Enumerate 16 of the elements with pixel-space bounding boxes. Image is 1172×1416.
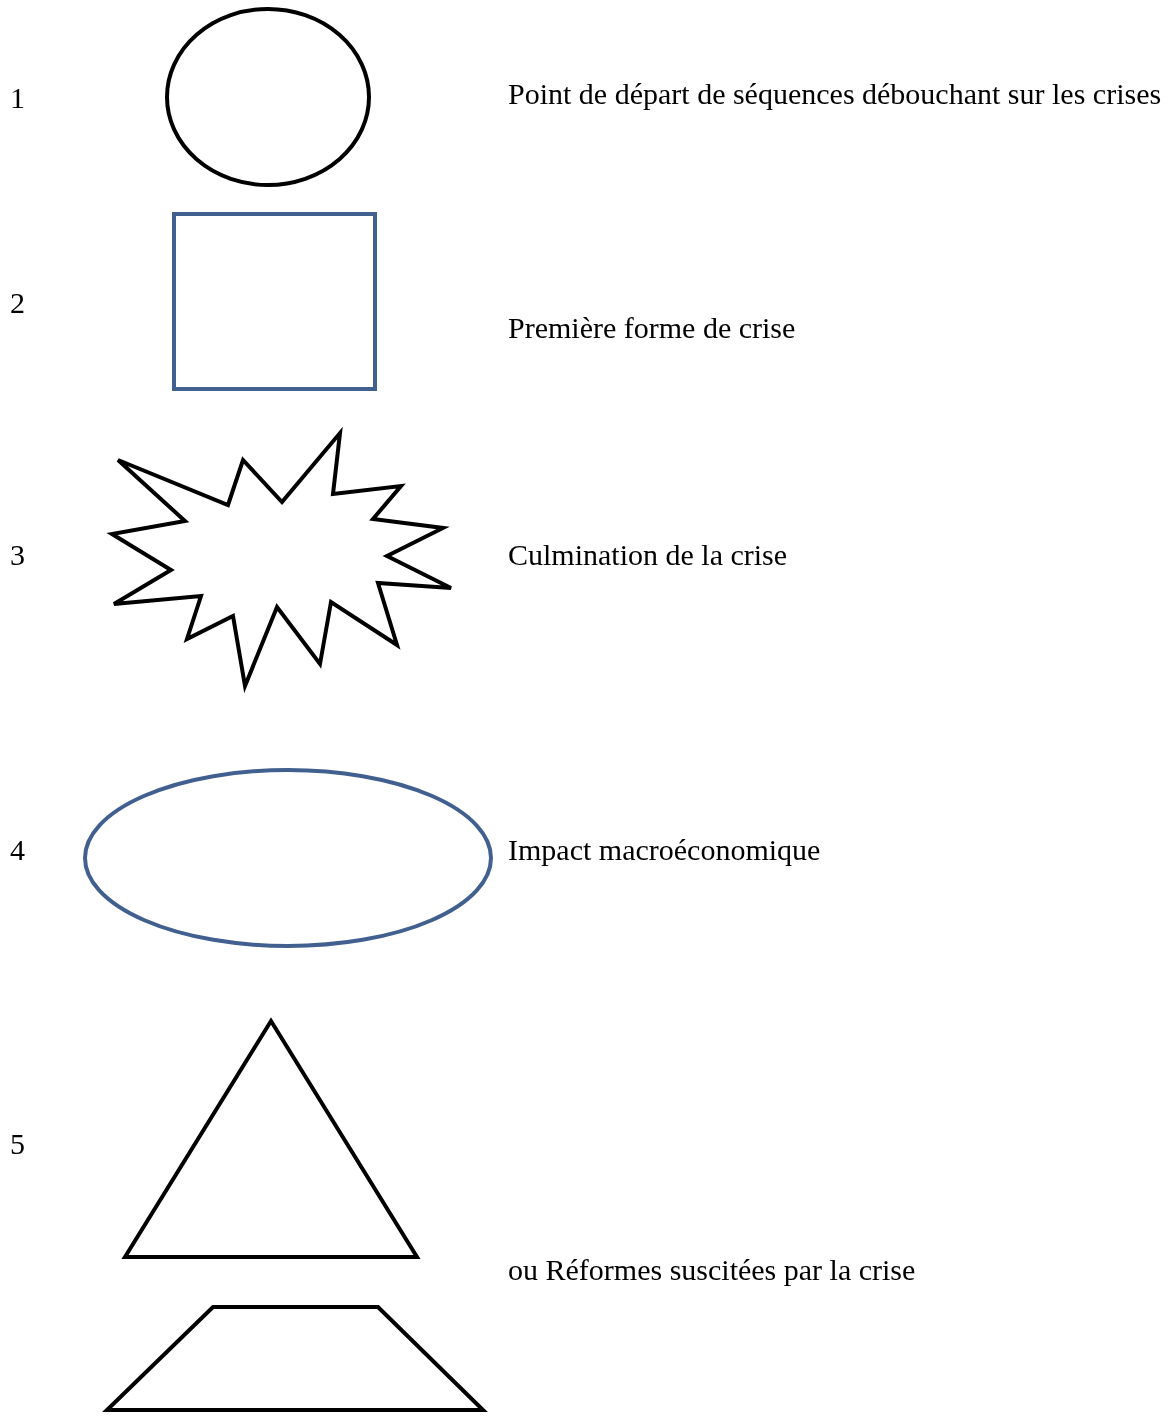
legend-text: Impact macroéconomique [508,832,822,868]
item-number: 5 [10,1126,25,1162]
legend-text: Point de départ de séquences débouchant sur les crises [508,76,1163,112]
circle-symbol [165,7,371,187]
trapezoid-symbol [102,1305,488,1412]
legend-text: Culmination de la crise [508,537,789,573]
item-number: 3 [10,537,25,573]
item-number: 1 [10,80,25,116]
item-number: 2 [10,285,25,321]
item-number: 4 [10,832,25,868]
triangle-symbol [121,1017,421,1259]
square-symbol [172,212,377,391]
starburst-symbol [106,426,453,694]
legend-text: Première forme de crise [508,310,797,346]
legend-text: ou Réformes suscitées par la crise [508,1252,917,1288]
ellipse-symbol [83,768,493,948]
